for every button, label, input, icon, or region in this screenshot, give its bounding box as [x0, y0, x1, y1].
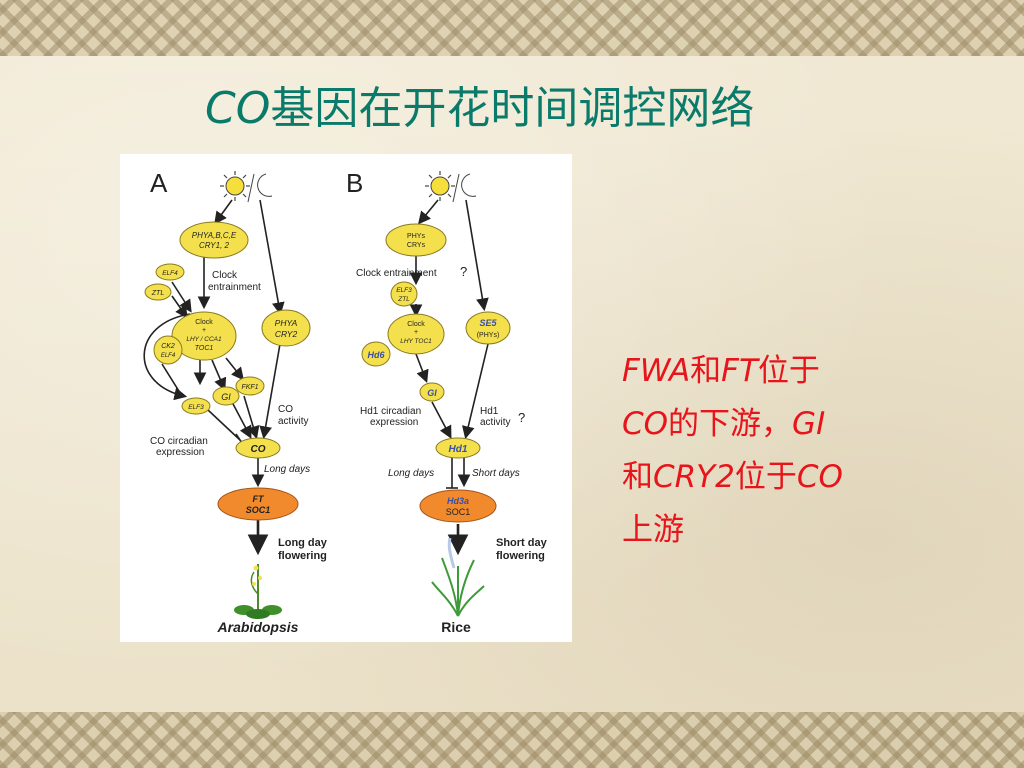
label-b-hd1-circadian-2: expression — [370, 417, 418, 428]
node-a-ztl: ZTL — [151, 290, 165, 297]
sun-icon — [220, 171, 250, 201]
node-b-photoreceptors-2: CRYs — [407, 242, 426, 249]
moon-icon — [257, 173, 273, 197]
node-b-se5: SE5 — [479, 318, 497, 328]
note-co-2: CO — [796, 459, 843, 495]
label-a-co-circadian-1: CO circadian — [150, 436, 208, 447]
node-a-elf4: ELF4 — [162, 270, 178, 277]
note-located-1: 位于 — [757, 353, 820, 389]
node-a-soc1: SOC1 — [246, 505, 271, 515]
node-a-fkf1: FKF1 — [241, 384, 258, 391]
node-b-phys: (PHYs) — [477, 332, 500, 339]
note-gi: GI — [792, 406, 826, 442]
node-a-ft: FT — [253, 494, 265, 504]
label-a-flowering-1: Long day — [278, 537, 328, 549]
slide-title: CO基因在开花时间调控网络 — [205, 72, 754, 136]
node-b-soc1: SOC1 — [446, 507, 471, 517]
label-b-hd1-activity-1: Hd1 — [480, 406, 499, 417]
node-b-gi: GI — [427, 388, 437, 398]
node-a-cry2: CRY2 — [275, 329, 298, 339]
explanation-note: FWA和FT位于 CO的下游，GI 和CRY2位于CO 上游 — [622, 345, 962, 557]
note-upstream: 上游 — [622, 512, 684, 548]
node-a-clock-4: TOC1 — [195, 345, 214, 352]
label-b-long-days: Long days — [388, 468, 434, 479]
note-co-1: CO — [622, 406, 669, 442]
node-a-gi: GI — [221, 392, 231, 402]
node-b-ztl: ZTL — [397, 296, 410, 303]
label-a-long-days: Long days — [264, 464, 310, 475]
panel-a-label: A — [150, 168, 168, 198]
decorative-top-border — [0, 0, 1024, 56]
rice-plant-icon — [431, 537, 485, 617]
label-b-hd1-activity-2: activity — [480, 417, 511, 428]
note-downstream: 的下游， — [668, 406, 793, 442]
note-and-2: 和 — [622, 459, 653, 495]
node-b-clock-2: + — [414, 329, 418, 336]
note-and-1: 和 — [690, 353, 722, 389]
label-a-clock-entrainment-2: entrainment — [208, 282, 261, 293]
label-a-plant: Arabidopsis — [217, 619, 299, 635]
node-a-ck2-1: CK2 — [161, 343, 175, 350]
label-a-co-circadian-2: expression — [156, 447, 204, 458]
node-a-phya: PHYA — [275, 318, 298, 328]
title-gene: CO — [205, 83, 271, 134]
label-a-co-activity-2: activity — [278, 416, 309, 427]
sun-icon — [425, 171, 455, 201]
note-line-2: CO的下游，GI — [622, 398, 962, 451]
label-b-flowering-1: Short day — [496, 537, 548, 549]
panel-a: A — [143, 168, 328, 635]
label-b-plant: Rice — [441, 619, 471, 635]
label-b-hd1-circadian-1: Hd1 circadian — [360, 406, 421, 417]
moon-icon — [461, 173, 477, 197]
node-a-clock-1: Clock — [195, 319, 213, 326]
node-b-hd6: Hd6 — [367, 350, 385, 360]
panel-b-label: B — [346, 168, 363, 198]
note-located-2: 位于 — [734, 459, 797, 495]
node-b-hd1: Hd1 — [449, 444, 468, 455]
label-b-question-2: ? — [518, 410, 525, 425]
node-a-elf3: ELF3 — [188, 404, 204, 411]
label-b-question-1: ? — [460, 264, 467, 279]
node-b-elf3: ELF3 — [396, 287, 412, 294]
title-rest: 基因在开花时间调控网络 — [270, 83, 755, 134]
label-a-co-activity-1: CO — [278, 404, 293, 415]
label-b-short-days: Short days — [472, 468, 520, 479]
note-cry2: CRY2 — [653, 459, 735, 495]
note-fwa: FWA — [622, 353, 691, 389]
co-network-figure: A — [120, 154, 572, 642]
node-a-ck2-2: ELF4 — [161, 353, 176, 359]
note-ft: FT — [721, 353, 758, 389]
arabidopsis-plant-icon — [234, 564, 282, 619]
note-line-4: 上游 — [622, 504, 962, 557]
node-a-photoreceptors-1: PHYA,B,C,E — [192, 231, 237, 240]
node-b-clock-1: Clock — [407, 321, 425, 328]
note-line-1: FWA和FT位于 — [622, 345, 962, 398]
node-b-photoreceptors-1: PHYs — [407, 233, 425, 240]
label-b-clock-entrainment: Clock entrainment — [356, 268, 437, 279]
node-b-clock-3: LHY TOC1 — [400, 338, 432, 345]
node-b-hd3a: Hd3a — [447, 496, 469, 506]
note-line-3: 和CRY2位于CO — [622, 451, 962, 504]
node-a-clock-3: LHY / CCA1 — [186, 336, 222, 343]
node-a-photoreceptors-2: CRY1, 2 — [199, 241, 229, 250]
label-a-flowering-2: flowering — [278, 550, 327, 562]
node-a-clock-2: + — [202, 327, 206, 334]
panel-b: B — [346, 168, 548, 635]
label-a-clock-entrainment-1: Clock — [212, 270, 238, 281]
node-a-co: CO — [251, 444, 266, 455]
decorative-bottom-border — [0, 712, 1024, 768]
label-b-flowering-2: flowering — [496, 550, 545, 562]
